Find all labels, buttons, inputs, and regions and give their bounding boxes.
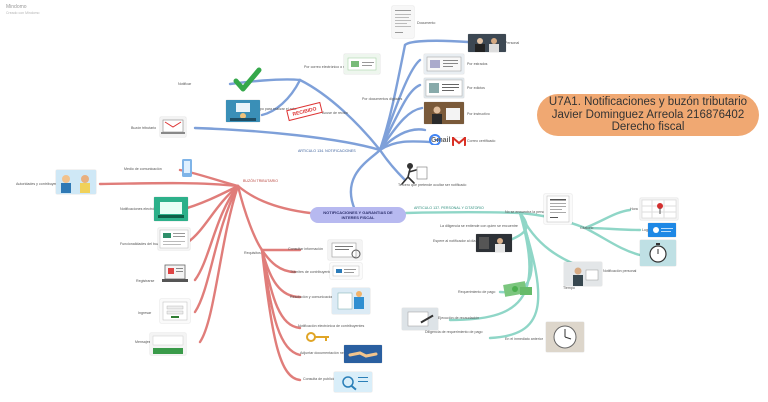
estrados-image [424, 54, 464, 74]
personal-notification-image [468, 34, 506, 52]
publicity-image [334, 372, 372, 392]
topic-adjuntos[interactable]: Por correo electrónico o mensaje de dato… [304, 65, 372, 69]
topic-notificacion-electronica[interactable]: Notificación electrónica de contribuyent… [298, 324, 365, 328]
consult-info-image [328, 240, 362, 260]
topic-funcionalidades[interactable]: Funcionalidades del buzón [120, 242, 163, 246]
topic-ultimo[interactable]: En el inmediato anterior [505, 337, 543, 341]
topic-notificar[interactable]: Notificar [178, 82, 192, 86]
central-line-1: NOTIFICACIONES Y GARANTIAS DE [323, 210, 393, 215]
phone-sparkle-image [176, 157, 198, 179]
document-image [392, 6, 414, 38]
authorities-image [56, 170, 96, 194]
topic-requisitos[interactable]: Requisitos [244, 251, 261, 255]
waiting-image [476, 234, 512, 252]
central-topic[interactable]: NOTIFICACIONES Y GARANTIAS DE INTERES FI… [310, 207, 406, 223]
topic-articulo-137[interactable]: ARTICULO 137. PERSONAL Y CITATORIO [414, 206, 484, 210]
title-line-2: Javier Dominguez Arreola 216876402 [551, 108, 745, 121]
topic-personal[interactable]: Personal [505, 41, 520, 45]
title-line-1: U7A1. Notificaciones y buzón tributario [548, 96, 748, 109]
topic-notificaciones[interactable]: Notificaciones electrónicas [120, 207, 163, 211]
topic-tercero[interactable]: Tercero que pretende ocultar ser notific… [398, 183, 467, 187]
runner-document-image [398, 160, 432, 186]
topic-hora[interactable]: Hora [630, 207, 638, 211]
topic-consultar[interactable]: Consultar información [288, 247, 323, 251]
buzon-functions-image [158, 228, 190, 250]
central-line-2: INTERES FISCAL [341, 215, 375, 220]
gmail-wordmark: Gmail [431, 137, 451, 144]
topic-articulo-134[interactable]: ARTICULO 134. NOTIFICACIONES [298, 149, 356, 153]
instructivo-image [424, 102, 464, 124]
topic-diligencia-pago[interactable]: Diligencia de requerimiento de pago [425, 330, 483, 334]
calendar-pin-image [640, 198, 678, 220]
topic-lugar[interactable]: Lugar [642, 228, 652, 232]
handshake-image [344, 345, 382, 363]
topic-ingresar[interactable]: Ingresar [138, 311, 152, 315]
login-image [160, 299, 190, 323]
email-laptop-image [160, 117, 186, 137]
messages-image [150, 333, 186, 355]
laptop-register-image [160, 262, 190, 288]
location-image [648, 223, 676, 237]
resolution-image [332, 288, 370, 314]
personal-delivery-image [564, 262, 602, 286]
title-line-3: Derecho fiscal [611, 121, 685, 134]
topic-tramites[interactable]: Trámites de contribuyentes [290, 270, 334, 274]
topic-correo[interactable]: Correo certificado [467, 139, 496, 143]
topic-adjuntar[interactable]: Adjuntar documentación necesaria [300, 351, 356, 355]
topic-no-se-encuentra[interactable]: No se encuentra la persona [505, 210, 550, 214]
topic-notificacion-personal[interactable]: Notificación personal [603, 269, 637, 273]
topic-buzon[interactable]: Buzón tributario [131, 126, 157, 130]
topic-mensajes[interactable]: Mensajes [135, 340, 151, 344]
topic-consulta-publicidad[interactable]: Consulta de publicidad [303, 377, 340, 381]
topic-resolucion[interactable]: Resolución y comunicaciones [290, 295, 338, 299]
gmail-icon [452, 135, 466, 146]
brand-name: Mindomo [6, 4, 27, 10]
topic-instructivo[interactable]: Por instructivo [467, 112, 490, 116]
edictos-image [424, 78, 464, 98]
topic-registro[interactable]: Registrarse [136, 279, 155, 283]
buzon-desk-image [226, 100, 260, 122]
email-attach-image [344, 54, 380, 74]
topic-citatorio[interactable]: Citatorio [580, 226, 594, 230]
key-image [305, 330, 331, 344]
electronic-notifications-image [154, 197, 188, 221]
topic-edictos[interactable]: Por edictos [467, 86, 485, 90]
money-payment-image [500, 278, 534, 300]
citatorio-document-image [544, 194, 572, 224]
day-stopwatch-image [640, 240, 676, 266]
topic-esperar[interactable]: Espere al notificador al día hábil sigui… [433, 239, 500, 243]
topic-requerimiento[interactable]: Requerimiento de pago [458, 290, 496, 294]
topic-medio[interactable]: Medio de comunicación [124, 167, 162, 171]
brand-subtitle: Creado con Mindomo [6, 11, 40, 15]
checkmark-icon [232, 67, 262, 93]
topic-valido[interactable]: Tiempo para realizar el acto [252, 107, 297, 111]
google-g-icon [429, 133, 441, 145]
topic-autoridades[interactable]: Autoridades y contribuyentes [16, 182, 63, 186]
topic-tiempo[interactable]: Tiempo [563, 286, 575, 290]
clock-image [546, 322, 584, 352]
signing-image [402, 308, 438, 330]
topic-recaudacion[interactable]: Ejecución de recaudación [438, 316, 480, 320]
topic-documentos-digitales[interactable]: Por documentos digitales [362, 97, 403, 101]
topic-diligencia[interactable]: La diligencia se entiende con quien se e… [440, 224, 518, 228]
topic-acuse[interactable]: Acuse de recibo [322, 111, 348, 115]
topic-estrados[interactable]: Por estrados [467, 62, 488, 66]
title-box[interactable]: U7A1. Notificaciones y buzón tributario … [537, 94, 759, 136]
procedures-image [330, 263, 362, 279]
topic-buzon-tributario[interactable]: BUZÓN TRIBUTARIO [243, 179, 279, 183]
topic-documento[interactable]: Documento [417, 21, 436, 25]
